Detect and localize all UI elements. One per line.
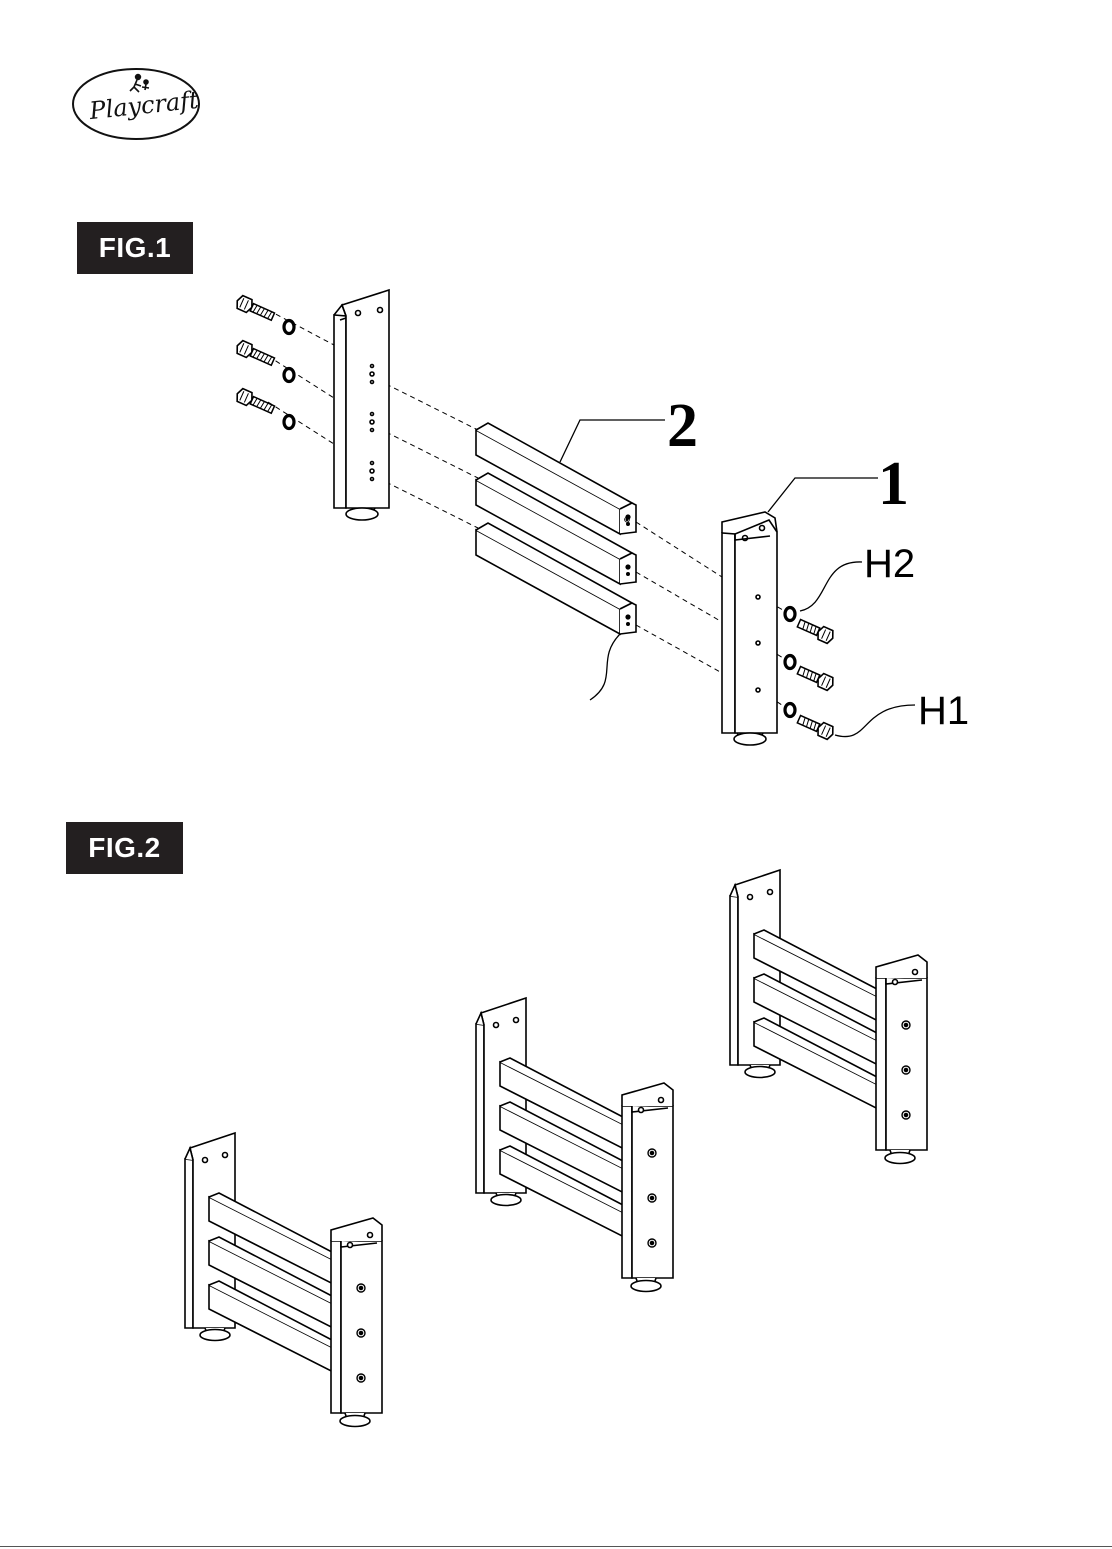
page-bottom-rule (0, 1546, 1112, 1547)
washer-icon (284, 321, 294, 334)
left-post (334, 290, 389, 520)
washer-icon (785, 704, 795, 717)
bolt-icon (796, 664, 835, 692)
callout-part-2: 2 (667, 392, 698, 460)
figure-1-drawing (234, 290, 915, 745)
callout-hardware-h2: H2 (864, 542, 915, 586)
bolt-icon (234, 294, 275, 323)
figure-2-drawing (185, 870, 927, 1427)
washer-icon (785, 608, 795, 621)
bolt-icon (796, 713, 835, 741)
callout-hardware-h1: H1 (918, 689, 969, 733)
bolt-icon (234, 339, 275, 368)
bolt-icon (796, 617, 835, 645)
washer-icon (284, 416, 294, 429)
right-post (722, 512, 777, 745)
washer-icon (284, 369, 294, 382)
callout-part-1: 1 (878, 450, 909, 518)
frame-assembly-2 (476, 998, 673, 1292)
frame-assembly-1 (185, 1133, 382, 1427)
bolt-icon (234, 387, 275, 416)
washer-icon (785, 656, 795, 669)
frame-assembly-3 (730, 870, 927, 1164)
